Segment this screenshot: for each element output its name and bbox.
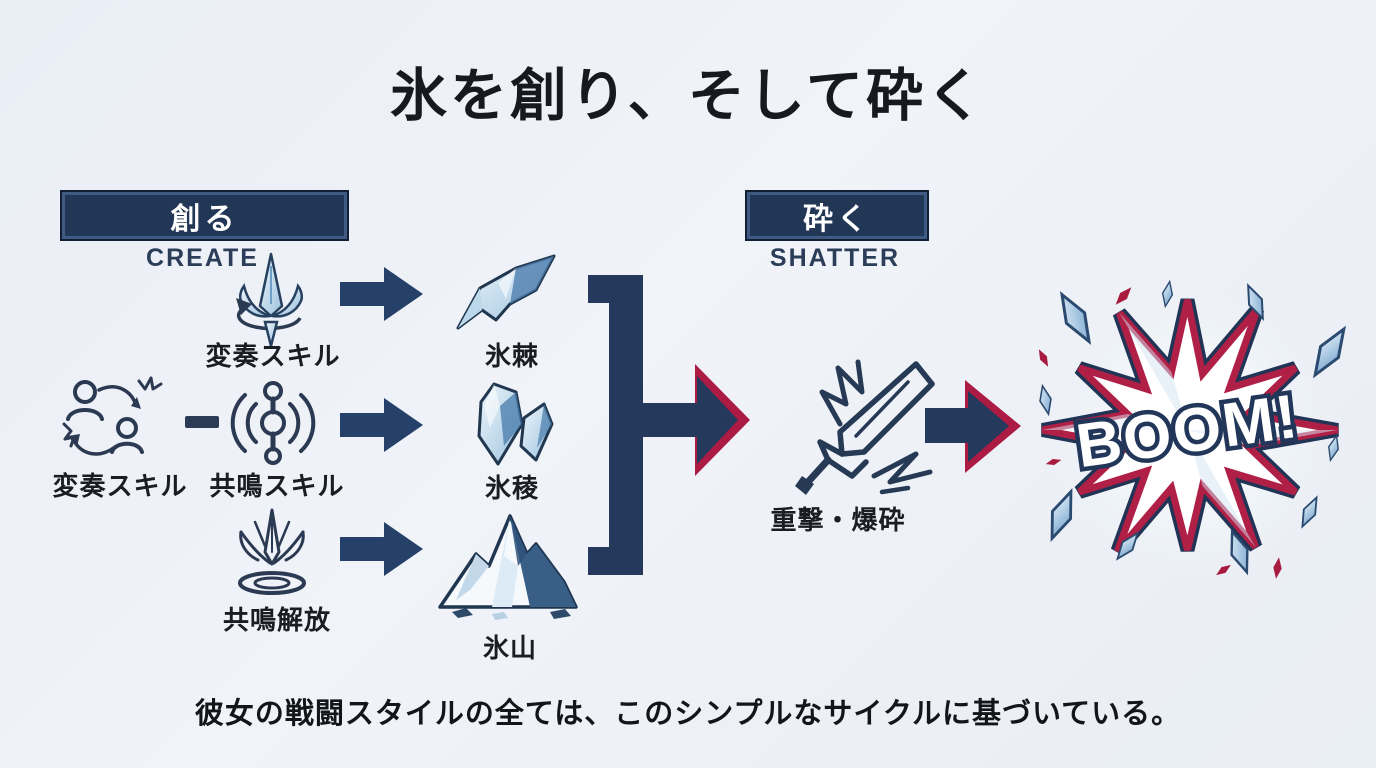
ice-spike-rotate-icon [222, 252, 320, 352]
create-row3-output-label: 氷山 [482, 633, 537, 663]
create-row3-skill-label: 共鳴解放 [222, 605, 331, 635]
flow-arrow-row1 [340, 265, 425, 323]
flow-arrow-row2 [340, 396, 425, 454]
merge-bracket-arrow [585, 270, 750, 580]
iceberg-icon [432, 504, 590, 626]
create-row1-output-label: 氷棘 [484, 341, 539, 371]
create-row2-output-label: 氷稜 [484, 473, 539, 503]
page-title: 氷を創り、そして砕く [389, 64, 986, 128]
ice-ridge-icon [462, 376, 557, 468]
create-heading-en: CREATE [146, 244, 259, 272]
character-swap-icon [62, 375, 164, 470]
create-row2-skill-b-label: 共鳴スキル [209, 471, 345, 501]
shatter-heading-en: SHATTER [769, 244, 901, 272]
ice-thorn-icon [452, 250, 562, 338]
resonance-wave-icon [226, 378, 321, 470]
create-row2-skill-a-label: 変奏スキル [52, 471, 188, 501]
sword-impact-icon [756, 358, 941, 498]
footer-caption: 彼女の戦闘スタイルの全ては、このシンプルなサイクルに基づいている。 [194, 698, 1182, 730]
boom-shards [1038, 280, 1347, 579]
shatter-heading-jp: 砕く [803, 202, 871, 236]
shatter-action-label: 重撃・爆砕 [770, 505, 906, 535]
plus-connector-dash [185, 416, 219, 428]
create-row1-skill-label: 変奏スキル [205, 341, 341, 371]
create-header-box: 創る [60, 190, 349, 241]
create-heading-jp: 創る [170, 202, 239, 236]
flow-arrow-to-boom [925, 378, 1025, 478]
flow-arrow-row3 [340, 520, 425, 578]
resonance-liberation-burst-icon [222, 506, 322, 598]
shatter-header-box: 砕く [745, 190, 929, 241]
boom-explosion: BOOM! [1025, 280, 1360, 580]
